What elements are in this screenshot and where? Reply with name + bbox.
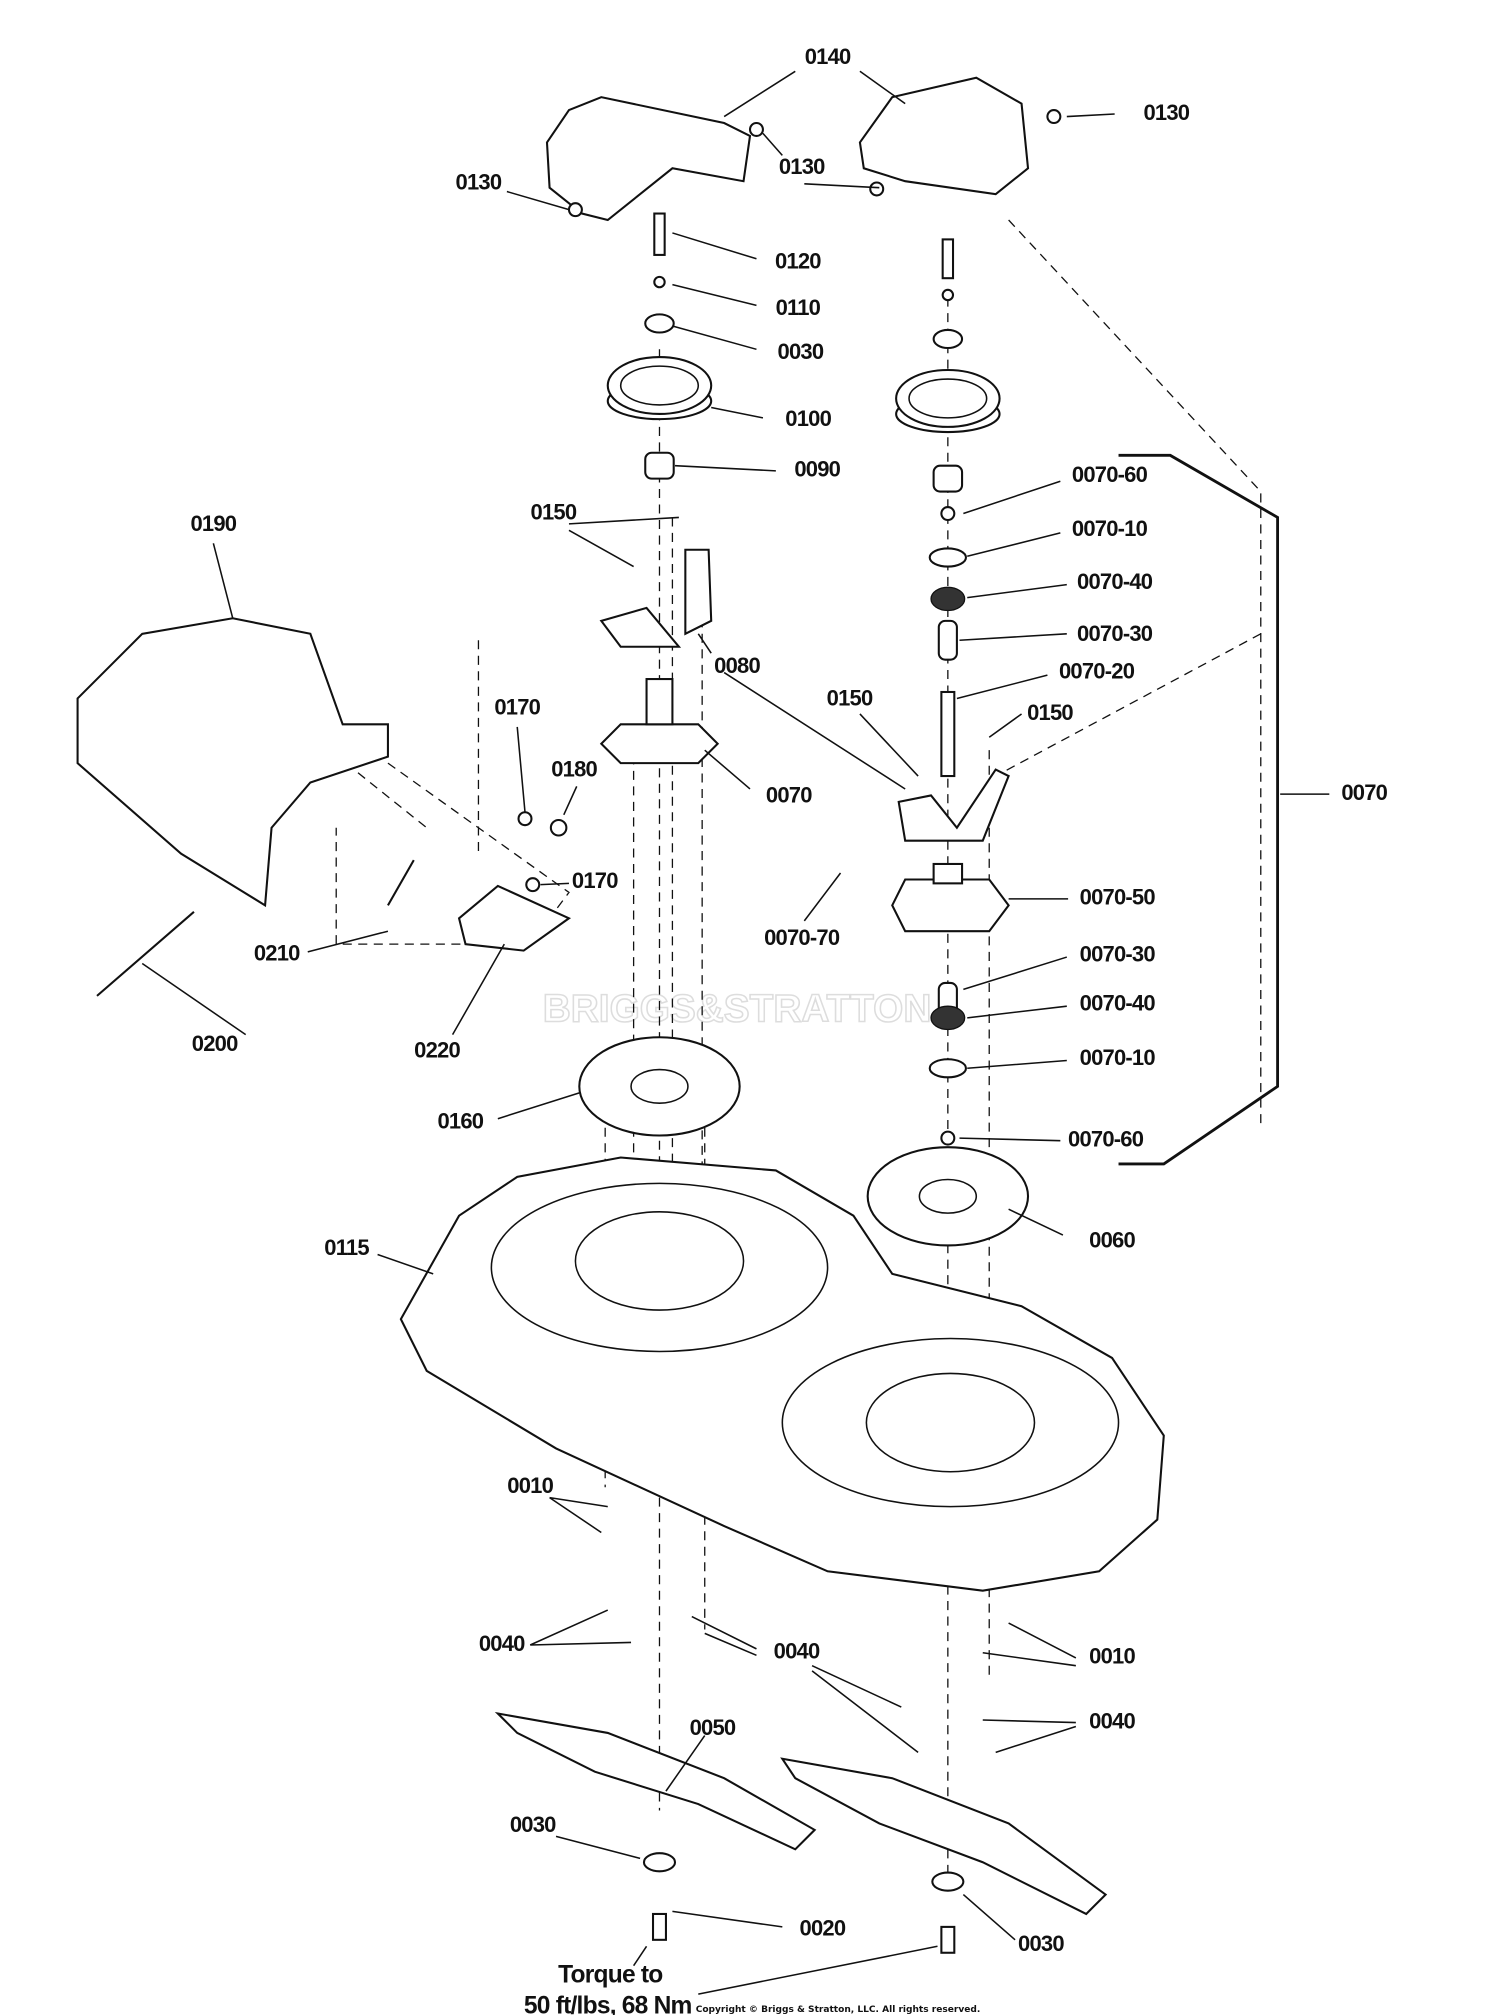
- leader-lines: [141, 70, 1330, 1995]
- label-0115: 0115: [324, 1235, 369, 1260]
- chute-bracket: [457, 884, 572, 952]
- screw-icons: [567, 109, 1062, 218]
- label-0070: 0070: [766, 783, 812, 808]
- nut-0180: [549, 818, 568, 837]
- watermark: BRIGGS&STRATTON: [543, 988, 932, 1031]
- label-0100: 0100: [785, 406, 831, 431]
- belt-cover-right: [858, 76, 1030, 196]
- label-0060: 0060: [1089, 1227, 1135, 1252]
- label-0150: 0150: [1027, 700, 1073, 725]
- spring: [387, 859, 415, 906]
- label-0070-50: 0070-50: [1080, 885, 1156, 910]
- label-0030: 0030: [510, 1812, 556, 1837]
- blade-right: [780, 1757, 1108, 1916]
- label-0170: 0170: [572, 868, 618, 893]
- label-0120: 0120: [775, 248, 821, 273]
- right-spindle-stack: [891, 238, 1010, 1146]
- nut-0170b: [525, 877, 541, 893]
- label-0070-30: 0070-30: [1077, 621, 1153, 646]
- assembly-bracket: [1118, 453, 1280, 1166]
- label-0180: 0180: [551, 757, 597, 782]
- mower-deck: [399, 1156, 1165, 1592]
- label-0050: 0050: [690, 1715, 736, 1740]
- label-0070-30: 0070-30: [1080, 942, 1156, 967]
- label-0220: 0220: [414, 1037, 460, 1062]
- label-0150: 0150: [827, 686, 873, 711]
- label-0030: 0030: [1018, 1931, 1064, 1956]
- label-0040: 0040: [1089, 1708, 1135, 1733]
- label-0040: 0040: [479, 1631, 525, 1656]
- nut-0170a: [517, 811, 533, 827]
- label-0140: 0140: [805, 44, 851, 69]
- label-0130: 0130: [456, 170, 502, 195]
- label-0210: 0210: [254, 940, 300, 965]
- label-0190: 0190: [190, 511, 236, 536]
- label-0010: 0010: [507, 1473, 553, 1498]
- label-0040: 0040: [774, 1639, 820, 1664]
- label-0110: 0110: [776, 295, 821, 320]
- label-0090: 0090: [794, 457, 840, 482]
- label-0070-40: 0070-40: [1077, 569, 1153, 594]
- copyright: Copyright © Briggs & Stratton, LLC. All …: [696, 2005, 981, 2015]
- label-0200: 0200: [192, 1031, 238, 1056]
- chute-pivot-rod: [96, 911, 195, 997]
- label-0070-40: 0070-40: [1080, 991, 1156, 1016]
- label-0070-assembly: 0070: [1341, 780, 1387, 805]
- left-spindle-stack: [599, 212, 720, 765]
- label-0070-70: 0070-70: [764, 925, 840, 950]
- label-0070-20: 0070-20: [1059, 658, 1135, 683]
- belt-cover-left: [545, 96, 752, 222]
- discharge-chute: [76, 617, 389, 908]
- spacer-plate-0160: [578, 1036, 741, 1137]
- part-labels: 0140 0130 0130 0130 0120 0110 0030 0100 …: [190, 44, 1388, 2015]
- label-0130: 0130: [1143, 100, 1189, 125]
- torque-note-line1: Torque to: [558, 1962, 663, 1989]
- label-0170: 0170: [494, 695, 540, 720]
- label-0080: 0080: [714, 653, 760, 678]
- spacer-plate-0060: [866, 1146, 1030, 1247]
- label-0070-60: 0070-60: [1072, 462, 1148, 487]
- label-0160: 0160: [437, 1108, 483, 1133]
- label-0030: 0030: [778, 339, 824, 364]
- label-0020: 0020: [800, 1915, 846, 1940]
- label-0070-60: 0070-60: [1068, 1127, 1144, 1152]
- label-0070-10: 0070-10: [1072, 516, 1148, 541]
- label-0130: 0130: [779, 154, 825, 179]
- label-0070-10: 0070-10: [1080, 1045, 1156, 1070]
- torque-note-line2: 50 ft/lbs, 68 Nm: [524, 1993, 692, 2015]
- label-0010: 0010: [1089, 1644, 1135, 1669]
- label-0150: 0150: [531, 499, 577, 524]
- blade-left: [494, 1711, 817, 1851]
